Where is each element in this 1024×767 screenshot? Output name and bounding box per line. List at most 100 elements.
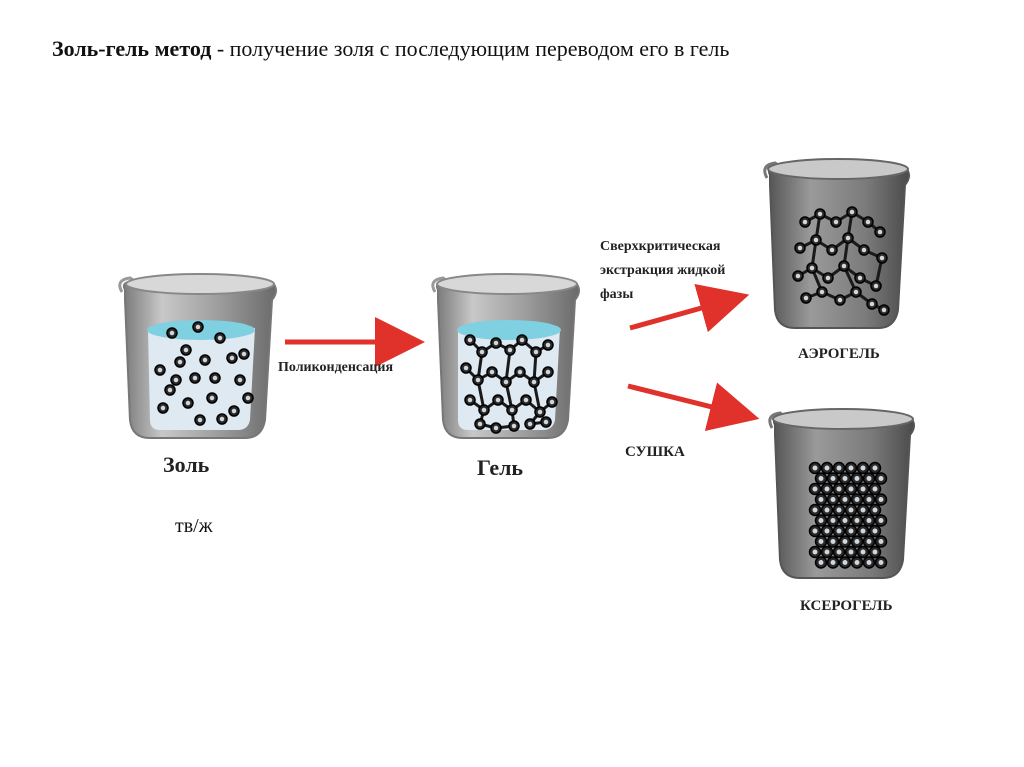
label-polycondensation: Поликонденсация xyxy=(278,360,393,375)
title-separator: - xyxy=(211,36,230,61)
xerogel-particle-highlight xyxy=(824,549,830,555)
xerogel-particle-highlight xyxy=(866,560,872,565)
sol-particle-highlight xyxy=(229,355,235,361)
gel-particle-highlight xyxy=(463,365,469,371)
phase-note: тв/ж xyxy=(175,515,213,537)
label-xerogel: КСЕРОГЕЛЬ xyxy=(800,598,893,614)
xerogel-particle-highlight xyxy=(854,539,860,544)
gel-particle-highlight xyxy=(507,347,513,353)
gel-particle-highlight xyxy=(475,377,481,383)
sol-particle-highlight xyxy=(195,324,201,330)
sol-particle-highlight xyxy=(185,400,191,406)
xerogel-particle-highlight xyxy=(830,539,836,544)
beaker-sol xyxy=(118,273,277,439)
gel-particle-highlight xyxy=(531,379,537,385)
sol-particle-highlight xyxy=(183,347,189,353)
xerogel-particle-highlight xyxy=(854,518,860,523)
gel-particle-highlight xyxy=(467,337,473,343)
aerogel-particle-highlight xyxy=(795,273,801,279)
gel-particle-highlight xyxy=(493,340,499,346)
aerogel-network xyxy=(792,206,890,316)
xerogel-particle-highlight xyxy=(860,465,866,471)
xerogel-particle-highlight xyxy=(824,465,830,471)
aerogel-particle-highlight xyxy=(837,297,843,303)
xerogel-particle-highlight xyxy=(872,465,878,471)
label-supercritical-3: фазы xyxy=(600,287,633,302)
xerogel-particle-highlight xyxy=(878,518,884,523)
sol-particle-highlight xyxy=(197,417,203,423)
sol-particle-highlight xyxy=(157,367,163,373)
xerogel-particle-highlight xyxy=(824,528,830,534)
xerogel-particle-highlight xyxy=(824,507,830,513)
aerogel-particle-highlight xyxy=(841,263,847,269)
xerogel-particle-highlight xyxy=(878,560,884,565)
page-title: Золь-гель метод - получение золя с после… xyxy=(52,36,729,62)
aerogel-particle-highlight xyxy=(857,275,863,281)
xerogel-particle-highlight xyxy=(812,528,818,534)
aerogel-particle-highlight xyxy=(833,219,839,225)
label-supercritical-2: экстракция жидкой xyxy=(600,263,725,278)
gel-particle-highlight xyxy=(511,423,517,429)
gel-particle-highlight xyxy=(545,369,551,375)
xerogel-particle-highlight xyxy=(872,507,878,513)
xerogel-particle-highlight xyxy=(872,528,878,534)
sol-particle-highlight xyxy=(231,408,237,414)
xerogel-particle-highlight xyxy=(836,549,842,555)
beaker-gel xyxy=(431,273,580,439)
sol-particle-highlight xyxy=(219,416,225,422)
arrow-drying xyxy=(627,382,760,431)
gel-particle-highlight xyxy=(493,425,499,431)
xerogel-particle-highlight xyxy=(818,497,824,502)
xerogel-particle-highlight xyxy=(848,507,854,513)
label-supercritical-1: Сверхкритическая xyxy=(600,239,721,254)
sol-particle-highlight xyxy=(173,377,179,383)
aerogel-particle-highlight xyxy=(881,307,887,313)
gel-particle-highlight xyxy=(479,349,485,355)
sol-particle-highlight xyxy=(209,395,215,401)
xerogel-particle-highlight xyxy=(812,549,818,555)
gel-particle-highlight xyxy=(509,407,515,413)
xerogel-particle-highlight xyxy=(830,476,836,481)
gel-particle-highlight xyxy=(495,397,501,403)
aerogel-particle-highlight xyxy=(865,219,871,225)
xerogel-particle-highlight xyxy=(848,486,854,492)
aerogel-particle-highlight xyxy=(797,245,803,251)
xerogel-particle-highlight xyxy=(854,560,860,565)
sol-particle-highlight xyxy=(169,330,175,336)
aerogel-particle-highlight xyxy=(803,295,809,301)
xerogel-particle-highlight xyxy=(872,486,878,492)
aerogel-particle-highlight xyxy=(873,283,879,289)
arrow-supercritical xyxy=(629,284,750,333)
gel-particle-highlight xyxy=(533,349,539,355)
xerogel-particle-highlight xyxy=(866,497,872,502)
xerogel-particle-highlight xyxy=(830,518,836,523)
xerogel-particle-highlight xyxy=(842,560,848,565)
label-drying: СУШКА xyxy=(625,444,685,460)
gel-particle-highlight xyxy=(527,421,533,427)
title-rest: получение золя с последующим переводом е… xyxy=(229,36,730,61)
xerogel-particle-highlight xyxy=(860,486,866,492)
gel-network xyxy=(460,334,558,434)
sol-particle-highlight xyxy=(192,375,198,381)
xerogel-particle-highlight xyxy=(842,476,848,481)
aerogel-particle-highlight xyxy=(829,247,835,253)
aerogel-particle-highlight xyxy=(853,289,859,295)
gel-particle-highlight xyxy=(549,399,555,405)
xerogel-particle-highlight xyxy=(830,560,836,565)
xerogel-particle-highlight xyxy=(848,465,854,471)
xerogel-particles xyxy=(808,461,888,569)
aerogel-particle-highlight xyxy=(877,229,883,235)
aerogel-particle-highlight xyxy=(879,255,885,261)
xerogel-particle-highlight xyxy=(836,486,842,492)
aerogel-particle-highlight xyxy=(825,275,831,281)
gel-particle-highlight xyxy=(481,407,487,413)
xerogel-particle-highlight xyxy=(824,486,830,492)
xerogel-particle-highlight xyxy=(878,497,884,502)
beaker-aerogel xyxy=(763,158,910,329)
xerogel-particle-highlight xyxy=(878,539,884,544)
xerogel-particle-highlight xyxy=(812,486,818,492)
gel-particle-highlight xyxy=(545,342,551,348)
gel-particle-highlight xyxy=(537,409,543,415)
label-aerogel: АЭРОГЕЛЬ xyxy=(798,346,880,362)
